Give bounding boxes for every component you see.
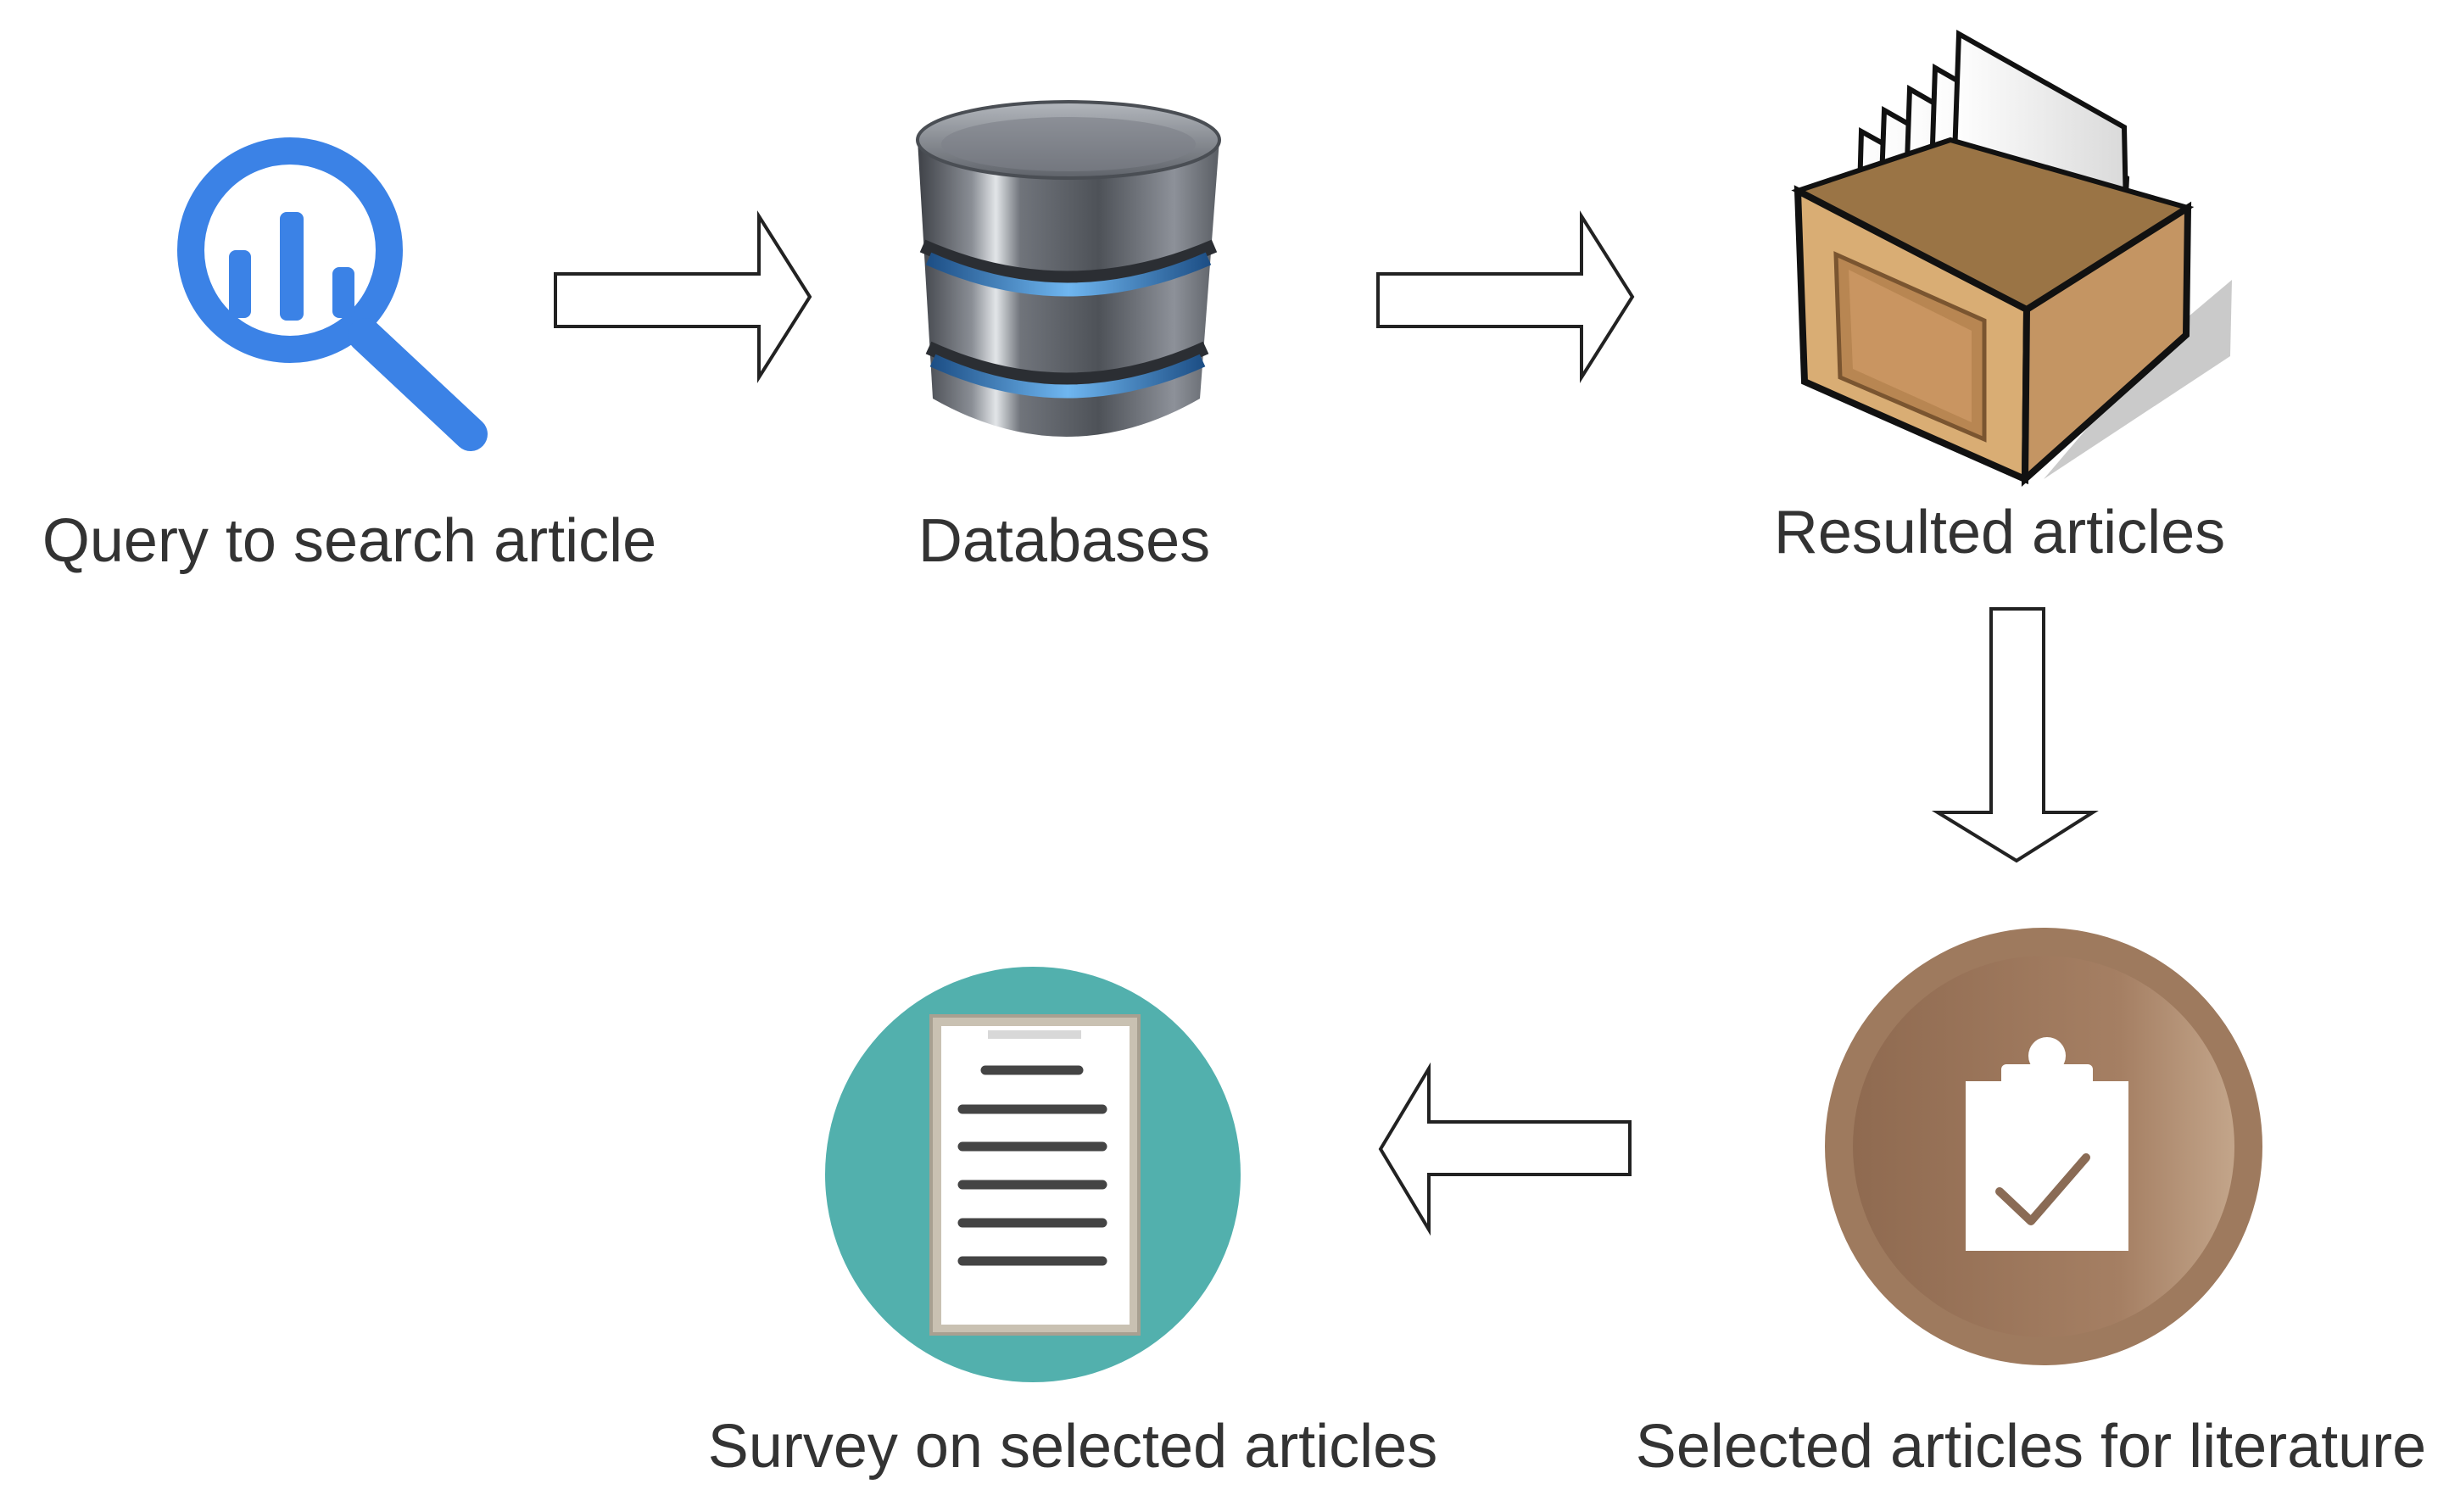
arrow-selected-to-survey	[1378, 1062, 1632, 1236]
label-query: Query to search article	[42, 507, 657, 575]
label-databases: Databases	[918, 507, 1211, 575]
label-selected-articles: Selected articles for literature	[1635, 1413, 2427, 1481]
clipboard-check-icon	[1825, 928, 2262, 1365]
arrow-databases-to-resulted	[1376, 210, 1635, 383]
file-box-icon	[1791, 29, 2232, 488]
database-icon	[916, 100, 1221, 437]
arrow-resulted-to-selected	[1931, 607, 2099, 863]
label-resulted-articles: Resulted articles	[1773, 499, 2226, 566]
document-icon	[825, 967, 1241, 1382]
magnifier-chart-icon	[177, 137, 488, 451]
label-survey: Survey on selected articles	[707, 1413, 1438, 1481]
arrow-query-to-databases	[554, 210, 812, 383]
